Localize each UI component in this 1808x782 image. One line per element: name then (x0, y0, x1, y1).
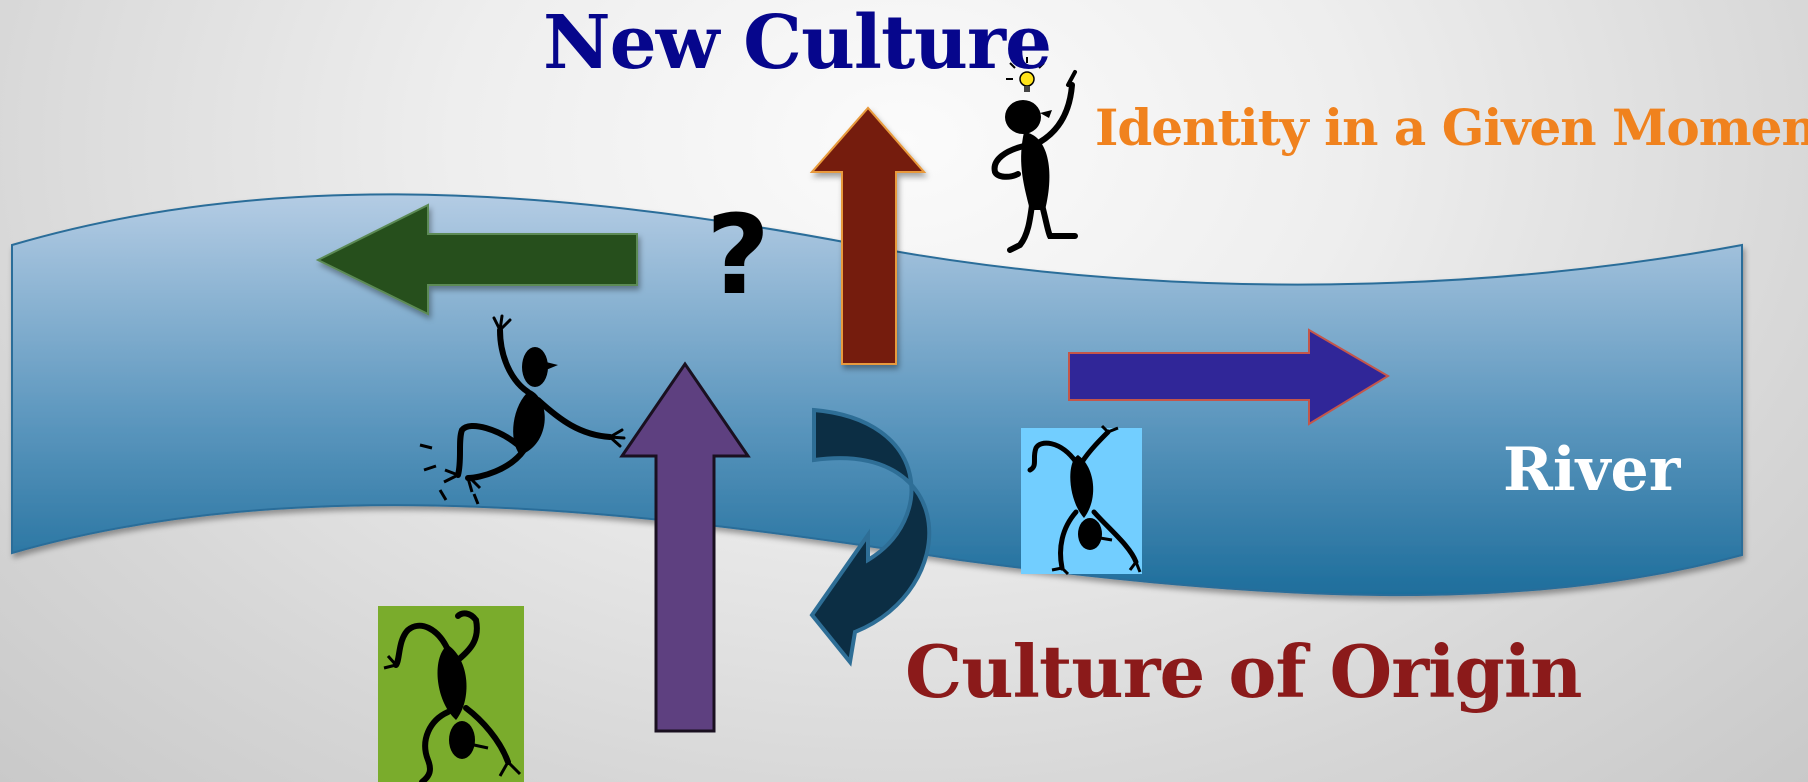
thinking-figure-icon (991, 57, 1078, 253)
svg-text:?: ? (706, 191, 770, 319)
culture-of-origin-label: Culture of Origin (905, 629, 1583, 714)
identity-label: Identity in a Given Moment (1095, 98, 1808, 157)
new-culture-label: New Culture (543, 0, 1052, 86)
arrow-curved-uturn (809, 407, 932, 667)
river-label: River (1503, 435, 1681, 505)
green-box-figure (378, 606, 524, 782)
blue-box-figure (1021, 424, 1142, 576)
arrow-right-blue (1068, 328, 1390, 426)
upside-down-figure-icon (383, 610, 522, 782)
falling-figure-icon (419, 314, 626, 505)
arrow-up-purple (619, 361, 751, 733)
lightbulb-icon (1006, 57, 1045, 92)
upside-down-figure-icon (1027, 424, 1142, 576)
question-mark-icon: ? (706, 191, 770, 319)
arrow-left-green (315, 203, 638, 316)
